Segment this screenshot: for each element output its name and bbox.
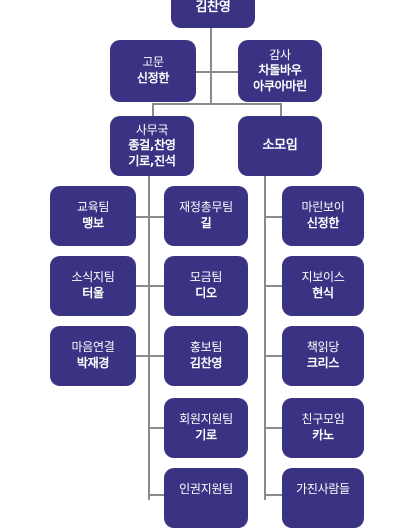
team-title: 인권지원팀 — [179, 482, 233, 496]
center-team-node[interactable]: 재정총무팀 길 — [164, 186, 248, 246]
team-leader: 크리스 — [306, 356, 340, 370]
team-leader: 카노 — [312, 428, 334, 442]
connector-line — [264, 216, 282, 218]
auditor-node[interactable]: 감사 차돌바우 아쿠아마린 — [238, 40, 322, 102]
auditor-name-1: 차돌바우 — [258, 63, 302, 78]
top-node[interactable]: 김찬영 — [171, 0, 255, 28]
connector-line — [136, 285, 164, 287]
right-team-node[interactable]: 지보이스 현식 — [282, 256, 364, 316]
connector-line — [152, 103, 281, 105]
connector-line — [210, 28, 212, 104]
connector-line — [264, 176, 266, 500]
auditor-name-2: 아쿠아마린 — [253, 78, 307, 93]
team-title: 책읽당 — [306, 340, 340, 355]
right-team-node[interactable]: 가진사람들 — [282, 468, 364, 528]
team-leader: 현식 — [312, 286, 334, 300]
connector-line — [152, 103, 154, 117]
top-node-title: 김찬영 — [195, 0, 231, 15]
auditor-title: 감사 — [269, 47, 291, 62]
connector-line — [148, 427, 164, 429]
center-team-node[interactable]: 모금팀 디오 — [164, 256, 248, 316]
team-leader: 박재경 — [76, 356, 110, 370]
right-team-node[interactable]: 마린보이 신정한 — [282, 186, 364, 246]
right-team-node[interactable]: 책읽당 크리스 — [282, 326, 364, 386]
connector-line — [264, 494, 282, 496]
connector-line — [148, 494, 164, 496]
team-leader: 디오 — [195, 286, 217, 300]
connector-line — [264, 427, 282, 429]
team-title: 모금팀 — [189, 270, 223, 285]
left-team-node[interactable]: 교육팀 맹보 — [50, 186, 136, 246]
team-title: 회원지원팀 — [179, 412, 233, 427]
advisor-name: 신정한 — [136, 71, 170, 85]
secretariat-name-2: 기로,진석 — [128, 153, 176, 168]
secretariat-node[interactable]: 사무국 종걸,찬영 기로,진석 — [110, 116, 194, 176]
connector-line — [196, 71, 238, 73]
team-leader: 터울 — [82, 286, 104, 300]
connector-line — [280, 103, 282, 117]
team-title: 홍보팀 — [189, 340, 223, 355]
team-title: 지보이스 — [301, 270, 345, 285]
left-team-node[interactable]: 마음연결 박재경 — [50, 326, 136, 386]
team-leader: 신정한 — [306, 216, 340, 230]
team-title: 마린보이 — [301, 200, 345, 215]
right-team-node[interactable]: 친구모임 카노 — [282, 398, 364, 458]
team-leader: 맹보 — [82, 216, 104, 230]
club-title: 소모임 — [262, 137, 298, 153]
team-title: 친구모임 — [301, 412, 345, 427]
connector-line — [136, 355, 164, 357]
advisor-title: 고문 — [142, 55, 164, 70]
team-title: 가진사람들 — [296, 482, 350, 496]
team-title: 교육팀 — [76, 200, 110, 215]
org-chart: 김찬영 고문 신정한 감사 차돌바우 아쿠아마린 사무국 종걸,찬영 기로,진석… — [50, 0, 364, 528]
team-title: 소식지팀 — [71, 270, 115, 285]
center-team-node[interactable]: 인권지원팀 — [164, 468, 248, 528]
team-title: 마음연결 — [71, 340, 115, 355]
secretariat-title: 사무국 — [135, 122, 169, 137]
team-leader: 길 — [200, 216, 212, 230]
secretariat-name-1: 종걸,찬영 — [128, 138, 176, 153]
center-team-node[interactable]: 홍보팀 김찬영 — [164, 326, 248, 386]
team-leader: 김찬영 — [189, 356, 223, 370]
connector-line — [136, 216, 164, 218]
club-node[interactable]: 소모임 — [238, 116, 322, 176]
connector-line — [264, 355, 282, 357]
left-team-node[interactable]: 소식지팀 터울 — [50, 256, 136, 316]
connector-line — [264, 285, 282, 287]
team-title: 재정총무팀 — [179, 200, 233, 215]
team-leader: 기로 — [195, 428, 217, 442]
center-team-node[interactable]: 회원지원팀 기로 — [164, 398, 248, 458]
advisor-node[interactable]: 고문 신정한 — [110, 40, 196, 102]
connector-line — [148, 176, 150, 500]
